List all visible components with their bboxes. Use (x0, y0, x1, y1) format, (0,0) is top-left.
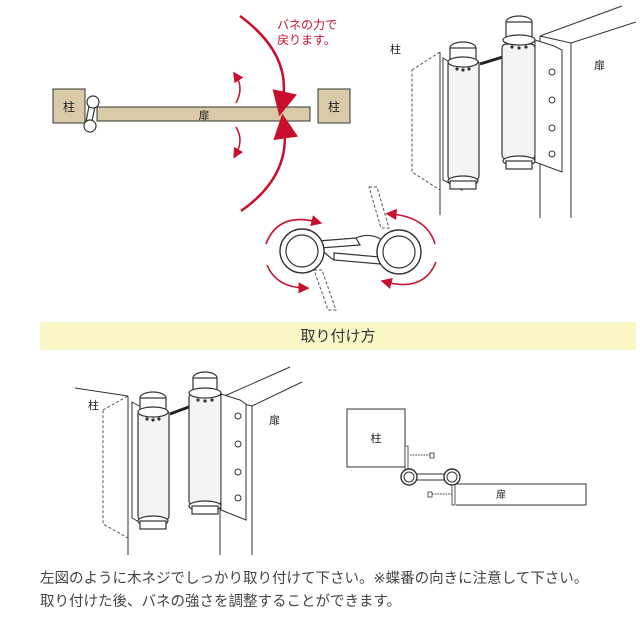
door-label-bottom-left: 扉 (269, 414, 280, 427)
rotation-arrow-left-top (265, 215, 323, 245)
door-label-plan: 扉 (496, 488, 506, 501)
door-plan-outline (456, 483, 587, 506)
pillar-label-top-right: 柱 (390, 42, 401, 56)
return-arrow-large-upper (239, 14, 297, 117)
spring-note-line1: バネの力で (277, 18, 337, 32)
hinge-perspective-top: 柱 扉 (390, 5, 637, 218)
barrel-left (447, 59, 480, 181)
plan-view-top: 柱 扉 柱 バネの力で 戻ります。 (52, 14, 351, 213)
installation-plan: 柱 扉 (346, 408, 587, 506)
hinge-knuckle-upper (86, 95, 100, 109)
rotation-arrow-left-bottom (266, 264, 310, 294)
pillar-left-label: 柱 (63, 99, 75, 114)
screw-icon (548, 68, 556, 76)
pillar-label-bottom-left: 柱 (88, 398, 99, 412)
pillar-label-plan: 柱 (371, 431, 382, 445)
rotation-arrow-right-bottom (380, 261, 437, 289)
swing-arrow-small-upper (233, 71, 244, 104)
spring-note-line2: 戻ります。 (277, 33, 336, 47)
barrel-left-bottom (137, 409, 170, 521)
instructions: 左図のように木ネジでしっかり取り付けて下さい。※蝶番の向きに注意して下さい。 取… (40, 568, 630, 614)
barrel-right (501, 43, 536, 160)
knuckle-left-inner (285, 234, 319, 268)
door-label: 扉 (199, 109, 210, 122)
door-bar (96, 106, 311, 122)
rotation-arrow-right-top (385, 208, 436, 245)
return-arrow-large-lower (240, 113, 299, 213)
instruction-line-2: 取り付けた後、バネの強さを調整することができます。 (40, 594, 402, 610)
swing-arrow-small-lower (233, 126, 244, 159)
knuckle-right-inner (382, 235, 416, 269)
hinge-knuckle-lower (83, 119, 97, 133)
door-label-top-right: 扉 (594, 59, 605, 72)
pillar-right-block (317, 88, 351, 124)
hinge-perspective-bottom: 柱 扉 (74, 366, 303, 555)
pillar-right-label: 柱 (328, 99, 340, 114)
barrel-right-bottom (188, 392, 222, 506)
double-knuckle-detail (265, 186, 437, 311)
pillar-left-block (52, 88, 86, 124)
section-title: 取り付け方 (40, 322, 636, 350)
pillar-block-plan (346, 408, 406, 468)
instruction-line-1: 左図のように木ネジでしっかり取り付けて下さい。※蝶番の向きに注意して下さい。 (40, 571, 589, 587)
